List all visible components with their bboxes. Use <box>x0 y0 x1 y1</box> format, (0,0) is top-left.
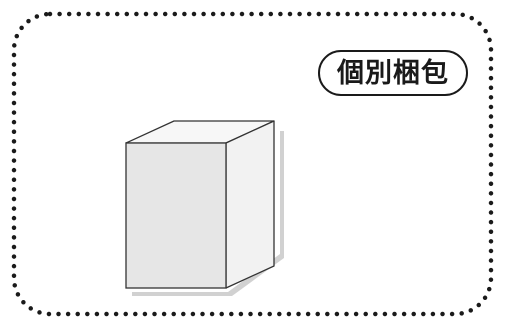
box-side-face <box>225 120 275 289</box>
badge-label: 個別梱包 <box>337 57 449 89</box>
individual-packaging-badge: 個別梱包 <box>318 50 468 96</box>
box-front-face <box>125 142 227 289</box>
